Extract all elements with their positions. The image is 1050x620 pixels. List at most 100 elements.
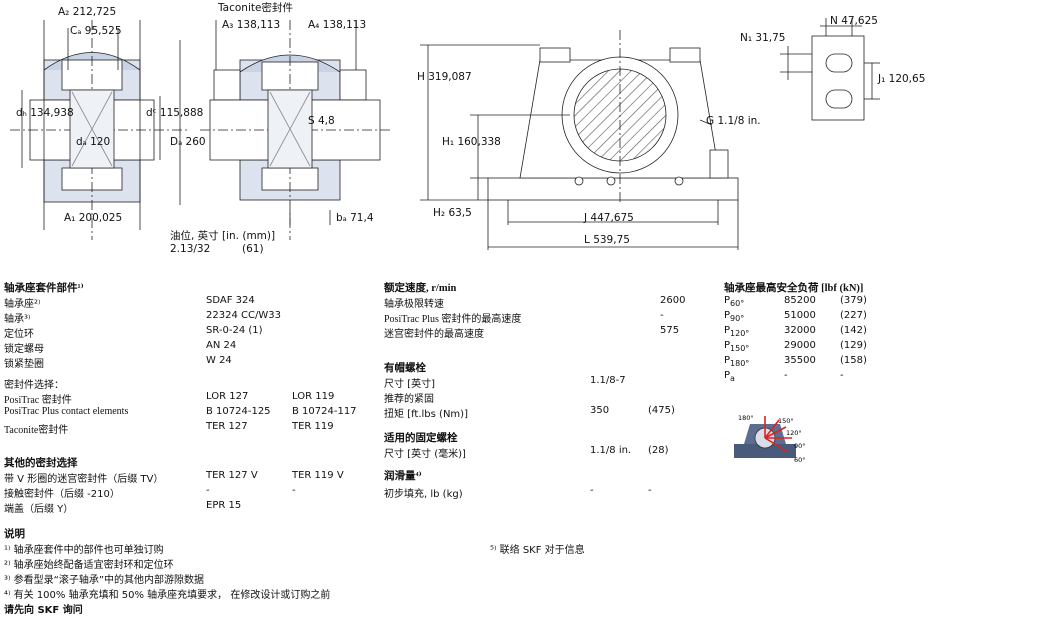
kit-row-label: 锁紧垫圈 (4, 359, 44, 370)
load-angle: 90° (730, 314, 745, 323)
speed-row-value: 575 (660, 325, 680, 336)
dim-dc: dᶜ 115,888 (146, 107, 204, 119)
seal-row-value: LOR 119 (292, 391, 335, 402)
oil-level-label: 油位, 英寸 [in. (mm)] (170, 230, 276, 242)
taconite-label: Taconite密封件 (218, 2, 293, 14)
dim-s: S 4,8 (308, 115, 335, 127)
load-angle: 120° (730, 329, 750, 338)
grease-row-label: 初步填充, lb (kg) (384, 489, 463, 500)
fix-bolt-title: 适用的固定螺栓 (384, 433, 458, 444)
kit-row-value: SR-0-24 (1) (206, 325, 263, 336)
other-row-value: EPR 15 (206, 500, 242, 511)
speed-row-label: 轴承极限转速 (384, 299, 444, 310)
load-row-label: P180° (724, 355, 749, 368)
load-row-value: (158) (840, 355, 867, 366)
other-row-label: 端盖（后缀 Y） (4, 504, 74, 515)
cap-bolt-title: 有帽螺栓 (384, 363, 426, 374)
cap-row-value: (475) (648, 405, 675, 416)
seal-row-label: PosiTrac Plus contact elements (4, 406, 129, 417)
load-row-value: 29000 (784, 340, 816, 351)
load-p: P (724, 295, 731, 306)
dim-db: dₕ 134,938 (16, 107, 74, 119)
grease-title: 润滑量⁴⁾ (384, 471, 422, 482)
dim-j1: J₁ 120,65 (878, 73, 926, 85)
angle-180: 180° (738, 414, 754, 422)
note-5: ⁵⁾ 联络 SKF 对于信息 (490, 545, 585, 556)
angle-90: 90° (794, 442, 806, 450)
dim-a2: A₂ 212,725 (58, 6, 117, 18)
load-p: P (724, 355, 731, 366)
dim-g: G 1.1/8 in. (706, 115, 761, 127)
kit-row-value: 22324 CC/W33 (206, 310, 281, 321)
fix-row-value: (28) (648, 445, 669, 456)
cap-row-label: 扭矩 [ft.lbs (Nm)] (384, 409, 468, 420)
load-row-label: P90° (724, 310, 744, 323)
load-row-value: (129) (840, 340, 867, 351)
dim-n1: N₁ 31,75 (740, 32, 786, 44)
seal-row-label: PosiTrac 密封件 (4, 395, 72, 406)
dim-a4: A₄ 138,113 (308, 19, 367, 31)
kit-row-label: 轴承³⁾ (4, 314, 31, 325)
other-row-value: - (292, 485, 296, 496)
load-p: P (724, 310, 731, 321)
load-row-value: 51000 (784, 310, 816, 321)
oil-level-mm: (61) (242, 243, 264, 255)
load-row-label: P150° (724, 340, 749, 353)
load-row-value: - (840, 370, 844, 381)
dim-ba: bₐ 71,4 (336, 212, 374, 224)
kit-title: 轴承座套件部件¹⁾ (4, 283, 84, 294)
other-row-label: 带 V 形圈的迷宫密封件（后缀 TV） (4, 474, 164, 485)
load-angle: 180° (730, 359, 750, 368)
seal-row-label: Taconite密封件 (4, 425, 69, 436)
load-row-label: Pa (724, 370, 735, 383)
seal-row-value: TER 119 (292, 421, 334, 432)
load-row-label: P120° (724, 325, 749, 338)
load-title: 轴承座最高安全负荷 [lbf (kN)] (724, 283, 864, 294)
dim-a3: A₃ 138,113 (222, 19, 281, 31)
note-item: 请先向 SKF 询问 (4, 605, 83, 616)
dim-h1: H₁ 160,338 (442, 136, 501, 148)
load-direction-icon: 180° 150° 120° 90° 60° (734, 414, 806, 464)
dim-n: N 47,625 (830, 15, 878, 27)
technical-drawing (10, 18, 880, 250)
other-seal-title: 其他的密封选择 (4, 458, 78, 469)
seal-title: 密封件选择： (4, 380, 64, 391)
cap-row-label: 尺寸 [英寸] (384, 379, 435, 390)
load-row-value: 32000 (784, 325, 816, 336)
load-row-value: (142) (840, 325, 867, 336)
dim-j: J 447,675 (584, 212, 634, 224)
cap-row-value: 1.1/8-7 (590, 375, 626, 386)
cap-row-value: 350 (590, 405, 610, 416)
speed-title: 额定速度, r/min (384, 283, 457, 294)
note-item: ¹⁾ 轴承座套件中的部件也可单独订购 (4, 545, 164, 556)
seal-row-value: TER 127 (206, 421, 248, 432)
load-row-value: 85200 (784, 295, 816, 306)
load-row-value: 35500 (784, 355, 816, 366)
angle-120: 120° (786, 429, 802, 437)
load-angle: 150° (730, 344, 750, 353)
speed-row-value: 2600 (660, 295, 686, 306)
load-row-value: (227) (840, 310, 867, 321)
notes-title: 说明 (4, 529, 25, 540)
dim-l: L 539,75 (584, 234, 630, 246)
other-row-label: 接触密封件（后缀 -210） (4, 489, 120, 500)
kit-row-value: W 24 (206, 355, 232, 366)
dim-ca: Cₐ 95,525 (70, 25, 122, 37)
fix-row-value: 1.1/8 in. (590, 445, 632, 456)
speed-row-label: 迷宫密封件的最高速度 (384, 329, 484, 340)
grease-row-value: - (648, 485, 652, 496)
other-row-value: - (206, 485, 210, 496)
load-p: P (724, 325, 731, 336)
other-row-value: TER 127 V (206, 470, 258, 481)
kit-row-label: 锁定螺母 (4, 344, 44, 355)
seal-row-value: LOR 127 (206, 391, 249, 402)
dim-h: H 319,087 (417, 71, 472, 83)
note-item: ⁴⁾ 有关 100% 轴承充填和 50% 轴承座充填要求， 在修改设计或订购之前 (4, 590, 331, 601)
grease-row-value: - (590, 485, 594, 496)
speed-row-label: PosiTrac Plus 密封件的最高速度 (384, 314, 522, 325)
dim-da: dₐ 120 (76, 136, 111, 148)
other-row-value: TER 119 V (292, 470, 344, 481)
base-bolt-detail (780, 18, 880, 121)
fix-row-label: 尺寸 [英寸 (毫米)] (384, 449, 466, 460)
load-row-value: (379) (840, 295, 867, 306)
